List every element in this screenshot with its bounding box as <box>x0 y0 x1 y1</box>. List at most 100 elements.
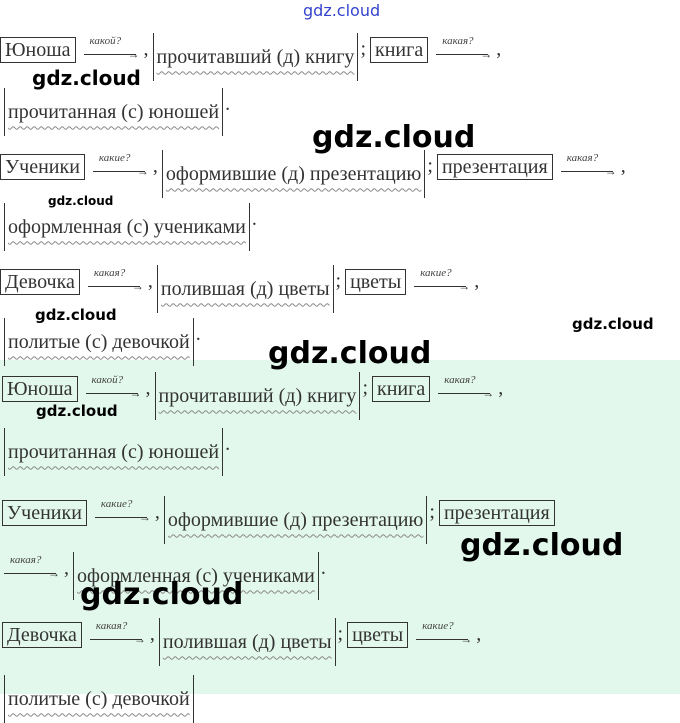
phrase-text: прочитанная (с) юношей <box>8 440 220 463</box>
sentence-line: Ученики какие? → , оформившие (д) презент… <box>0 150 630 198</box>
arrowhead: → <box>127 47 140 61</box>
boxed-word: Юноша <box>0 37 76 63</box>
question-label: какие? <box>98 152 131 164</box>
semicolon: ; <box>335 270 342 292</box>
phrase-text: оформленная (с) учениками <box>8 215 246 238</box>
comma: , <box>64 557 69 579</box>
semicolon: ; <box>360 38 366 60</box>
answer-line: Юноша какой?→ , прочитавший (д) книгу ; … <box>2 372 507 420</box>
watermark: gdz.cloud <box>312 120 476 155</box>
boxed-word: Ученики <box>0 154 85 180</box>
arrow-icon: какая? → <box>89 620 146 648</box>
watermark: gdz.cloud <box>36 402 118 420</box>
participial-phrase: оформившие (д) презентацию <box>163 496 428 544</box>
phrase-text: оформившие (д) презентацию <box>167 508 424 531</box>
watermark: gdz.cloud <box>35 306 117 324</box>
boxed-word: презентация <box>436 154 553 180</box>
watermark: gdz.cloud <box>268 336 432 371</box>
watermark: gdz.cloud <box>48 194 114 208</box>
participial-phrase: оформленная (с) учениками <box>4 203 250 251</box>
arrow-icon: какие? → <box>416 620 473 648</box>
participial-phrase: прочитавший (д) книгу <box>152 33 359 81</box>
arrowhead: → <box>133 632 146 646</box>
comma: , <box>476 623 482 645</box>
period: . <box>320 557 326 579</box>
arrow-icon: какая?→ <box>438 374 494 402</box>
comma: , <box>147 270 153 292</box>
arrow-icon: какой? → <box>83 35 140 63</box>
participial-phrase: политые (с) девочкой <box>4 675 194 723</box>
comma: , <box>145 377 151 399</box>
question-label: какие? <box>100 498 133 510</box>
arrow-icon: какие? → <box>414 267 471 295</box>
phrase-text: полившая (д) цветы <box>162 630 332 653</box>
phrase-text: прочитавший (д) книгу <box>158 384 357 407</box>
comma: , <box>143 38 149 60</box>
watermark: gdz.cloud <box>572 315 654 333</box>
answer-line: Ученики какие?→ , оформившие (д) презент… <box>2 496 561 544</box>
arrow-icon: какая? → <box>4 554 60 582</box>
phrase-text: оформившие (д) презентацию <box>165 162 422 185</box>
participial-phrase: политые (с) девочкой <box>4 318 194 366</box>
phrase-text: оформленная (с) учениками <box>77 564 315 587</box>
semicolon: ; <box>362 377 368 399</box>
arrowhead: → <box>480 47 493 61</box>
sentence-line: политые (с) девочкой . <box>4 318 205 366</box>
phrase-text: политые (с) девочкой <box>8 687 190 710</box>
participial-phrase: оформленная (с) учениками <box>73 552 319 600</box>
question-label: какая? <box>93 267 126 279</box>
boxed-word: презентация <box>438 500 555 526</box>
arrowhead: → <box>129 386 142 400</box>
arrow-icon: какой?→ <box>85 374 142 402</box>
watermark: gdz.cloud <box>32 66 141 90</box>
comma: , <box>620 155 626 177</box>
participial-phrase: оформившие (д) презентацию <box>161 150 426 198</box>
arrowhead: → <box>458 279 471 293</box>
question-label: какая? <box>566 152 599 164</box>
answer-line: Девочка какая? → , полившая (д) цветы ; ц… <box>2 618 485 666</box>
question-label: какая? <box>10 554 42 566</box>
semicolon: ; <box>337 623 344 645</box>
comma: , <box>154 501 160 523</box>
boxed-word: книга <box>370 37 429 63</box>
comma: , <box>496 38 502 60</box>
arrow-icon: какая? → <box>436 35 493 63</box>
answer-line: какая? → , оформленная (с) учениками . <box>2 552 330 600</box>
arrowhead: → <box>460 632 473 646</box>
question-label: какие? <box>420 267 452 279</box>
answer-line: политые (с) девочкой <box>4 675 194 723</box>
participial-phrase: прочитавший (д) книгу <box>154 372 361 420</box>
watermark: gdz.cloud <box>80 577 244 612</box>
boxed-word: цветы <box>345 269 407 295</box>
arrowhead: → <box>136 164 149 178</box>
phrase-text: прочитанная (с) юношей <box>8 100 220 123</box>
arrow-icon: какие?→ <box>94 498 151 526</box>
sentence-line: Юноша какой?→ , прочитавший (д) книгу ; … <box>0 33 505 81</box>
phrase-text: политые (с) девочкой <box>8 330 190 353</box>
sentence-line: прочитанная (с) юношей . <box>4 88 234 136</box>
question-label: какой? <box>89 35 122 47</box>
arrow-icon: какие? → <box>92 152 149 180</box>
question-label: какие? <box>422 620 454 632</box>
arrowhead: → <box>48 566 60 580</box>
boxed-word: Юноша <box>2 376 78 402</box>
boxed-word: Девочка <box>0 269 80 295</box>
question-label: какая? <box>95 620 128 632</box>
semicolon: ; <box>429 501 435 523</box>
phrase-text: прочитавший (д) книгу <box>156 45 355 68</box>
period: . <box>225 93 231 115</box>
question-label: какая? <box>442 35 474 47</box>
arrow-icon: какая?→ <box>560 152 617 180</box>
arrow-icon: какая? → <box>87 267 144 295</box>
boxed-word: книга <box>372 376 431 402</box>
arrowhead: → <box>131 279 144 293</box>
period: . <box>225 433 231 455</box>
sentence-line: оформленная (с) учениками . <box>4 203 261 251</box>
boxed-word: Девочка <box>2 622 82 648</box>
participial-phrase: прочитанная (с) юношей <box>4 428 224 476</box>
boxed-word: цветы <box>347 622 409 648</box>
answer-line: прочитанная (с) юношей . <box>4 428 234 476</box>
period: . <box>195 323 201 345</box>
watermark: gdz.cloud <box>303 1 381 20</box>
comma: , <box>474 270 480 292</box>
